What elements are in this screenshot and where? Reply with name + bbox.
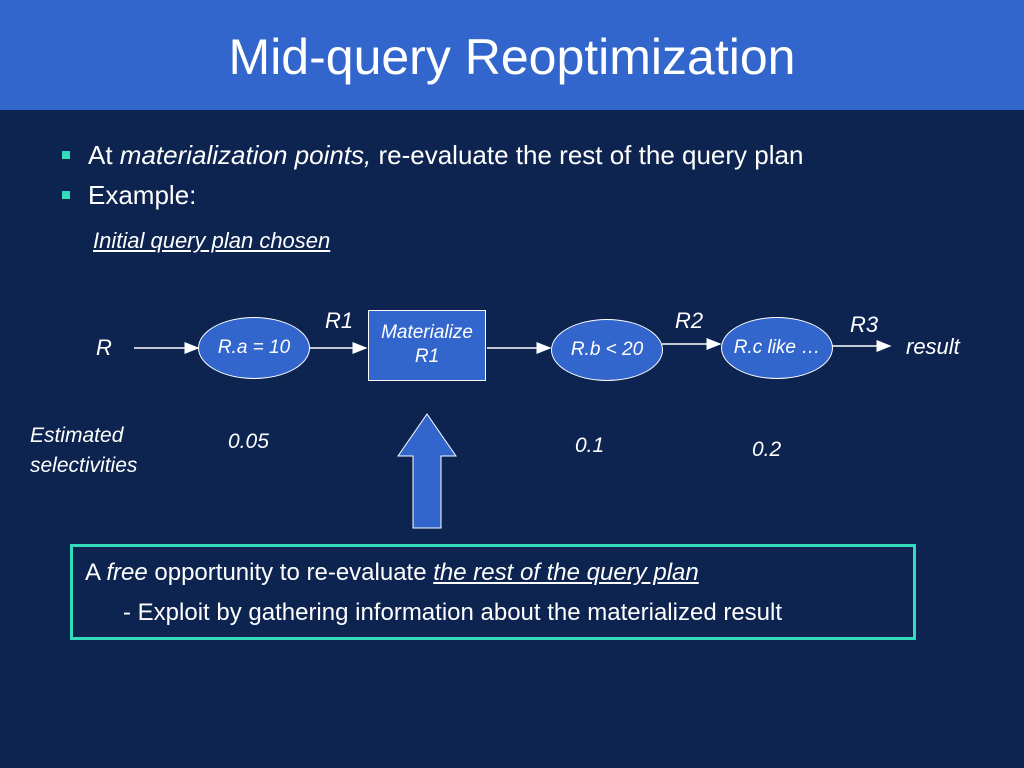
selectivity-filter-c: 0.2 <box>752 438 782 461</box>
materialize-line1: Materialize <box>381 322 473 343</box>
input-relation-label: R <box>96 335 112 360</box>
bullet-marker-icon <box>62 151 70 159</box>
edge-label-r1: R1 <box>325 308 354 333</box>
callout-box: A free opportunity to re-evaluate the re… <box>70 544 916 640</box>
title-bar <box>0 0 1024 110</box>
selectivity-caption-line1: Estimated <box>30 424 124 447</box>
diagram-subheading: Initial query plan chosen <box>93 228 331 253</box>
bullet-suffix: re-evaluate the rest of the query plan <box>371 140 804 170</box>
callout-prefix: A <box>85 559 107 586</box>
bullet-text: At materialization points, re-evaluate t… <box>88 140 803 171</box>
selectivity-filter-b: 0.1 <box>575 434 605 457</box>
filter-a-node: R.a = 10 <box>198 317 310 379</box>
edge-label-r3: R3 <box>850 312 879 337</box>
slide-title: Mid-query Reoptimization <box>228 29 796 85</box>
bullet-emphasis: materialization points, <box>119 140 372 170</box>
callout-headline: A free opportunity to re-evaluate the re… <box>85 559 699 587</box>
bullet-marker-icon <box>62 191 70 199</box>
selectivity-filter-a: 0.05 <box>228 430 269 453</box>
edge-label-r2: R2 <box>675 308 704 333</box>
bullet-text: Example: <box>88 180 197 210</box>
materialize-node: Materialize R1 <box>368 310 486 381</box>
materialize-line2: R1 <box>414 346 440 367</box>
bullet-prefix: At <box>88 140 120 170</box>
filter-c-node: R.c like … <box>721 317 833 379</box>
output-result-label: result <box>906 334 960 359</box>
callout-emphasis: free <box>106 559 148 586</box>
callout-underlined: the rest of the query plan <box>433 559 699 586</box>
up-arrow-icon <box>397 413 457 529</box>
selectivity-caption-line2: selectivities <box>30 454 138 477</box>
callout-detail: - Exploit by gathering information about… <box>123 599 783 626</box>
callout-middle: opportunity to re-evaluate <box>147 559 434 586</box>
filter-b-node: R.b < 20 <box>551 319 663 381</box>
